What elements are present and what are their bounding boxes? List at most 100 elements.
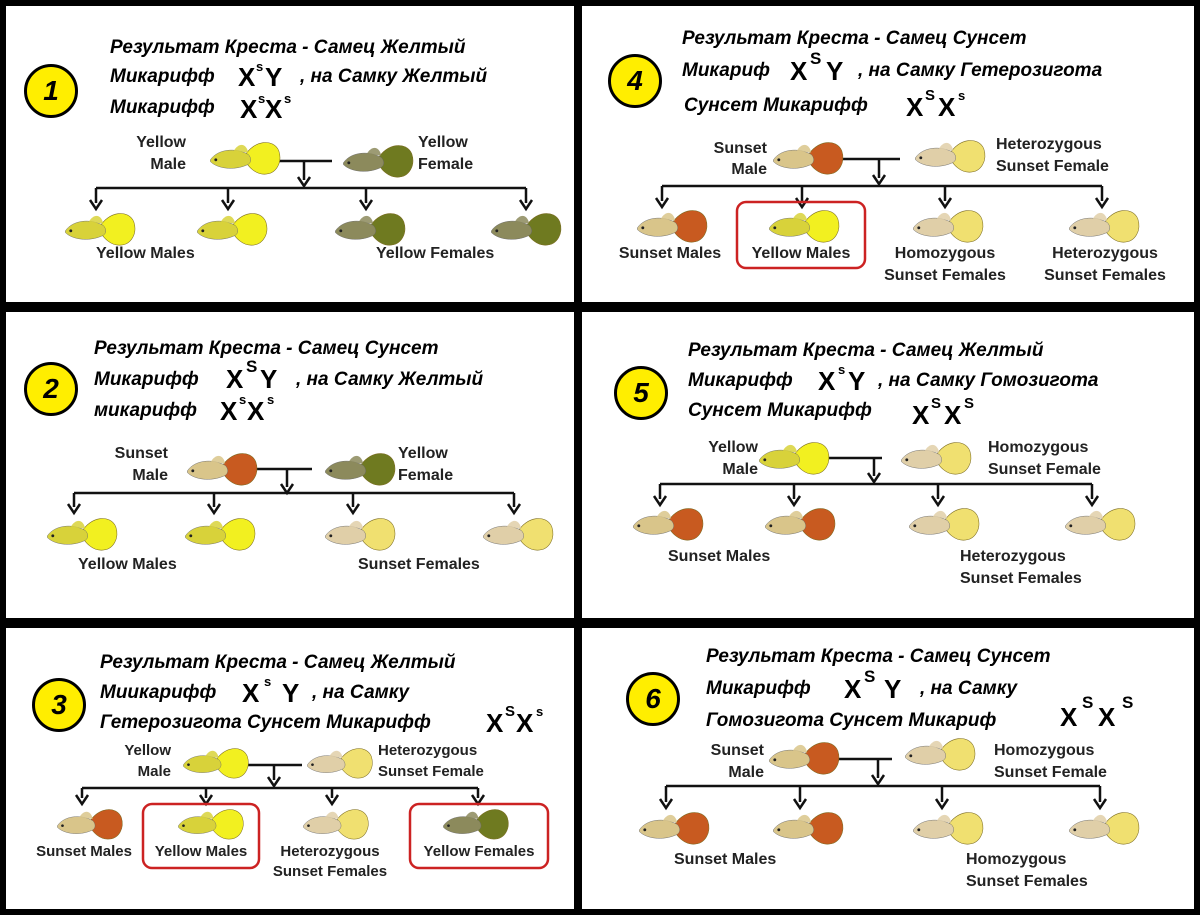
parent-female-label-1: Homozygous [994, 742, 1095, 759]
parent-female-label-2: Sunset Female [996, 158, 1109, 175]
sunset-guppy-icon [765, 508, 836, 541]
female-genotype: X S X s [906, 87, 965, 122]
parent-female-label-1: Yellow [418, 134, 468, 151]
svg-text:X: X [1098, 702, 1116, 732]
svg-text:s: s [258, 91, 265, 106]
title-line-3: , на Самку [919, 678, 1019, 699]
svg-text:Y: Y [260, 364, 277, 394]
svg-text:X: X [1060, 702, 1078, 732]
parent-male-label-1: Sunset [711, 742, 765, 759]
arrow-head [792, 798, 808, 811]
arrow-head [66, 503, 82, 516]
sunset-guppy-icon [637, 210, 708, 243]
svg-text:Y: Y [282, 678, 299, 708]
male-genotype: X S Y [844, 667, 901, 704]
fish-group [637, 140, 1140, 243]
parent-male-label-1: Yellow [136, 134, 186, 151]
offspring-label: Yellow Males [155, 843, 248, 860]
arrow-head [866, 472, 882, 485]
highlight-box [735, 200, 867, 270]
title-line-4: микарифф [94, 400, 197, 421]
sunset-guppy-icon [639, 812, 710, 845]
parent-male-label-2: Male [132, 467, 168, 484]
title-line-4: Микарифф [110, 97, 215, 118]
panel-4: 4 Результат Креста - Самец Сунсет Микари… [582, 6, 1194, 302]
offspring-label: Homozygous [895, 245, 996, 262]
title-line-4: Гетерозигота Сунсет Микарифф [100, 712, 431, 733]
svg-text:X: X [912, 400, 930, 430]
title-line-2: Микарифф [688, 370, 793, 391]
parent-male-label-1: Sunset [115, 445, 169, 462]
highlight-box [408, 802, 550, 870]
panel-2-diagram: Результат Креста - Самец Сунсет Микарифф… [47, 338, 554, 573]
yellow-guppy-icon [769, 210, 840, 243]
offspring-group-label: Sunset Females [966, 873, 1088, 890]
svg-text:S: S [1122, 693, 1133, 712]
offspring-label: Yellow Females [424, 843, 535, 860]
svg-text:Y: Y [265, 62, 282, 92]
olive-guppy-icon [491, 213, 562, 246]
olive-guppy-icon [335, 213, 406, 246]
arrow-head [871, 174, 887, 187]
arrow-head [345, 503, 361, 516]
arrow-head [652, 495, 668, 508]
female-genotype: X s X s [220, 392, 274, 426]
pale-guppy-icon [1065, 508, 1136, 541]
title-line-2: Миикарифф [100, 682, 216, 703]
svg-text:X: X [226, 364, 244, 394]
parent-male-label-2: Male [728, 764, 764, 781]
parent-male-label-2: Male [731, 161, 767, 178]
title-line-4: Сунсет Микарифф [684, 95, 868, 116]
male-genotype: X S Y [226, 357, 277, 394]
title-line-2: Микарифф [94, 369, 199, 390]
parent-female-label-2: Sunset Female [994, 764, 1107, 781]
pale-guppy-icon [325, 518, 396, 551]
arrow-head [654, 197, 670, 210]
yellow-guppy-icon [47, 518, 118, 551]
title-line-4: Гомозигота Сунсет Микариф [706, 710, 996, 731]
panel-4-diagram: Результат Креста - Самец Сунсет Микариф … [619, 28, 1166, 284]
yellow-guppy-icon [65, 213, 136, 246]
female-genotype: X S X S [912, 395, 974, 430]
svg-text:X: X [220, 396, 238, 426]
arrow-head [1084, 495, 1100, 508]
offspring-group-label: Sunset Males [674, 851, 776, 868]
svg-text:X: X [844, 674, 862, 704]
sunset-guppy-icon [57, 809, 123, 840]
title-line-4: Сунсет Микарифф [688, 400, 872, 421]
panel-6-diagram: Результат Креста - Самец Сунсет Микарифф… [639, 646, 1140, 890]
arrow-head [266, 776, 282, 789]
pale-guppy-icon [1069, 210, 1140, 243]
svg-text:X: X [944, 400, 962, 430]
arrow-head [518, 199, 534, 212]
offspring-group-label: Sunset Females [960, 570, 1082, 587]
female-genotype: X S X S [1060, 693, 1133, 732]
yellow-guppy-icon [197, 213, 268, 246]
offspring-label: Yellow Males [752, 245, 851, 262]
panel-number-badge: 2 [24, 362, 78, 416]
yellow-guppy-icon [210, 142, 281, 175]
sunset-guppy-icon [769, 742, 840, 775]
highlight-box [141, 802, 261, 870]
title-line-1: Результат Креста - Самец Сунсет [682, 28, 1027, 49]
offspring-label: Heterozygous [1052, 245, 1158, 262]
svg-text:X: X [938, 92, 956, 122]
pale-guppy-icon [909, 508, 980, 541]
yellow-guppy-icon [178, 809, 244, 840]
sunset-guppy-icon [773, 142, 844, 175]
panel-number-badge: 6 [626, 672, 680, 726]
svg-text:S: S [931, 395, 941, 412]
arrow-head [930, 495, 946, 508]
svg-text:s: s [267, 392, 274, 407]
title-line-1: Результат Креста - Самец Сунсет [94, 338, 439, 359]
pale-guppy-icon [905, 738, 976, 771]
title-line-2: Микарифф [110, 66, 215, 87]
offspring-label: Heterozygous [280, 843, 379, 860]
svg-text:X: X [790, 56, 808, 86]
yellow-guppy-icon [183, 748, 249, 779]
arrow-head [206, 503, 222, 516]
offspring-group-label: Heterozygous [960, 548, 1066, 565]
panel-6: 6 Результат Креста - Самец Сунсет Микари… [582, 628, 1194, 909]
title-line-1: Результат Креста - Самец Желтый [110, 37, 466, 58]
panel-5-diagram: Результат Креста - Самец Желтый Микарифф… [633, 340, 1136, 587]
